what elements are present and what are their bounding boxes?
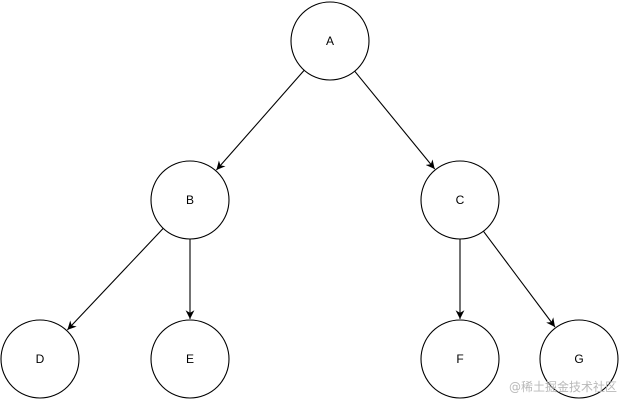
node-label-f: F [456, 352, 463, 366]
node-circle-g [539, 319, 619, 399]
node-label-a: A [326, 34, 334, 48]
node-label-g: G [574, 352, 583, 366]
node-circle-c [420, 160, 500, 240]
node-label-c: C [456, 193, 465, 207]
node-f: F [420, 319, 500, 399]
node-label-e: E [186, 352, 194, 366]
node-label-b: B [186, 193, 194, 207]
node-c: C [420, 160, 500, 240]
edge-c-g [482, 230, 556, 328]
node-circle-e [150, 319, 230, 399]
node-circle-b [150, 160, 230, 240]
node-a: A [290, 1, 370, 81]
node-g: G [539, 319, 619, 399]
edge-a-b [215, 69, 305, 171]
node-d: D [0, 319, 80, 399]
node-circle-f [420, 319, 500, 399]
node-e: E [150, 319, 230, 399]
node-label-d: D [36, 352, 45, 366]
node-circle-d [0, 319, 80, 399]
edge-b-d [67, 228, 164, 331]
edges-layer [67, 69, 556, 331]
node-circle-a [290, 1, 370, 81]
node-b: B [150, 160, 230, 240]
watermark: @稀土掘金技术社区 [508, 380, 617, 394]
edge-a-c [354, 70, 436, 170]
